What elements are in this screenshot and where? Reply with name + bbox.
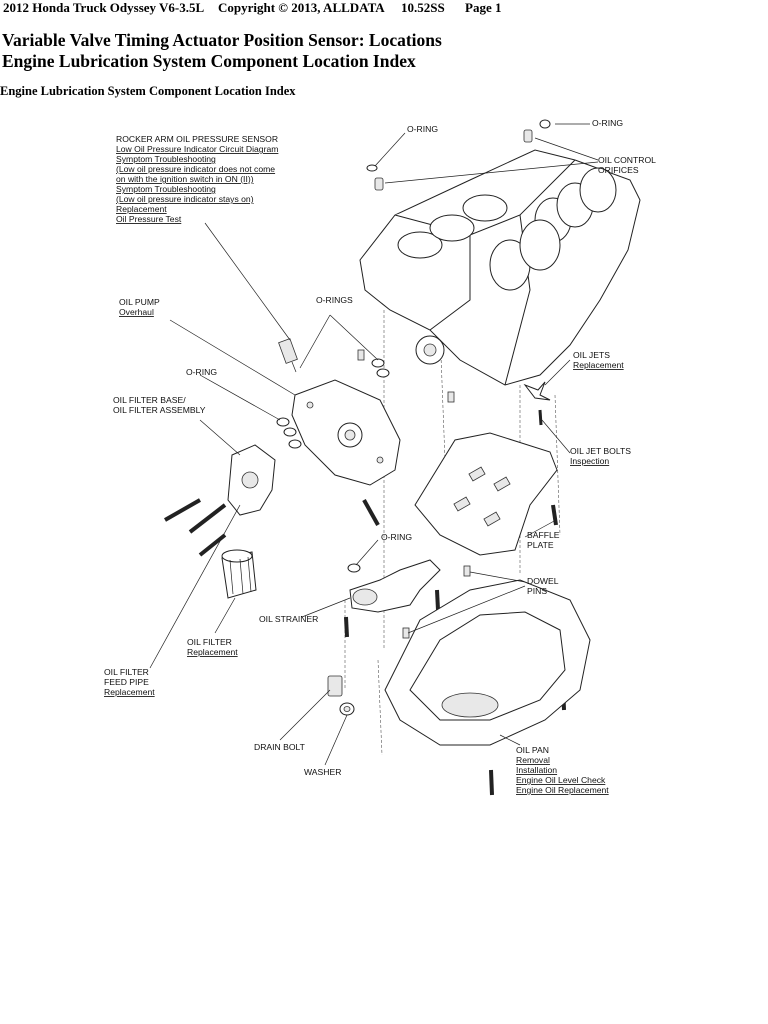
oil-filter — [221, 549, 257, 599]
header-version: 10.52SS — [401, 0, 445, 15]
svg-text:Replacement: Replacement — [573, 360, 624, 370]
svg-text:ORIFICES: ORIFICES — [598, 165, 639, 175]
oil-pan — [384, 579, 591, 746]
page-title: Variable Valve Timing Actuator Position … — [2, 30, 442, 50]
label-o-ring-right: O-RING — [592, 118, 623, 128]
svg-text:BAFFLE: BAFFLE — [527, 530, 560, 540]
header-copyright: Copyright © 2013, ALLDATA — [218, 0, 385, 15]
label-oil-pan: OIL PAN Removal Installation Engine Oil … — [516, 745, 609, 795]
svg-text:Symptom Troubleshooting: Symptom Troubleshooting — [116, 154, 216, 164]
svg-text:OIL FILTER ASSEMBLY: OIL FILTER ASSEMBLY — [113, 405, 206, 415]
svg-text:Symptom Troubleshooting: Symptom Troubleshooting — [116, 184, 216, 194]
svg-text:on with the ignition switch in: on with the ignition switch in ON (II)) — [116, 174, 254, 184]
svg-text:(Low oil pressure indicator st: (Low oil pressure indicator stays on) — [116, 194, 254, 204]
label-washer: WASHER — [304, 767, 341, 777]
label-o-rings: O-RINGS — [316, 295, 353, 305]
label-rocker-arm-oil-pressure-sensor: ROCKER ARM OIL PRESSURE SENSOR Low Oil P… — [116, 134, 278, 224]
svg-text:PINS: PINS — [527, 586, 547, 596]
label-oil-control-orifices: OIL CONTROL ORIFICES — [598, 155, 656, 175]
svg-text:Replacement: Replacement — [187, 647, 238, 657]
svg-text:OIL JET BOLTS: OIL JET BOLTS — [570, 446, 631, 456]
leader-lines — [149, 123, 599, 766]
svg-text:Oil Pressure Test: Oil Pressure Test — [116, 214, 182, 224]
label-o-ring-lower: O-RING — [381, 532, 412, 542]
oil-control-orifices — [374, 129, 533, 191]
label-oil-jet-bolts: OIL JET BOLTS Inspection — [570, 446, 631, 466]
label-oil-pump: OIL PUMP Overhaul — [119, 297, 160, 317]
svg-text:ROCKER ARM OIL PRESSURE SENSOR: ROCKER ARM OIL PRESSURE SENSOR — [116, 134, 278, 144]
svg-text:Replacement: Replacement — [104, 687, 155, 697]
label-baffle-plate: BAFFLE PLATE — [527, 530, 560, 550]
svg-text:Installation: Installation — [516, 765, 557, 775]
svg-text:OIL FILTER: OIL FILTER — [104, 667, 149, 677]
svg-text:Inspection: Inspection — [570, 456, 609, 466]
label-o-ring-mid: O-RING — [186, 367, 217, 377]
baffle-plate — [414, 432, 558, 556]
svg-text:Overhaul: Overhaul — [119, 307, 154, 317]
svg-text:OIL JETS: OIL JETS — [573, 350, 610, 360]
rocker-arm-oil-pressure-sensor — [278, 338, 298, 373]
label-drain-bolt: DRAIN BOLT — [254, 742, 306, 752]
washer — [339, 702, 355, 716]
svg-text:OIL CONTROL: OIL CONTROL — [598, 155, 656, 165]
svg-text:Engine Oil Level Check: Engine Oil Level Check — [516, 775, 606, 785]
label-oil-filter-feed-pipe: OIL FILTER FEED PIPE Replacement — [104, 667, 155, 697]
svg-text:Removal: Removal — [516, 755, 550, 765]
svg-text:OIL FILTER: OIL FILTER — [187, 637, 232, 647]
header-vehicle: 2012 Honda Truck Odyssey V6-3.5L — [3, 0, 205, 15]
svg-text:(Low oil pressure indicator do: (Low oil pressure indicator does not com… — [116, 164, 275, 174]
svg-text:Low Oil Pressure Indicator Cir: Low Oil Pressure Indicator Circuit Diagr… — [116, 144, 278, 154]
svg-text:OIL PAN: OIL PAN — [516, 745, 549, 755]
bolts — [164, 349, 566, 796]
oil-filter-base — [227, 444, 276, 516]
label-dowel-pins: DOWEL PINS — [527, 576, 559, 596]
drain-bolt — [327, 675, 343, 697]
svg-text:OIL FILTER BASE/: OIL FILTER BASE/ — [113, 395, 186, 405]
label-oil-strainer: OIL STRAINER — [259, 614, 318, 624]
label-oil-jets: OIL JETS Replacement — [573, 350, 624, 370]
oil-pump — [291, 379, 401, 486]
svg-text:FEED PIPE: FEED PIPE — [104, 677, 149, 687]
svg-text:Replacement: Replacement — [116, 204, 167, 214]
engine-block — [359, 149, 641, 386]
svg-text:PLATE: PLATE — [527, 540, 554, 550]
o-rings — [276, 119, 551, 573]
label-oil-filter: OIL FILTER Replacement — [187, 637, 238, 657]
svg-text:Engine Oil Replacement: Engine Oil Replacement — [516, 785, 609, 795]
label-oil-filter-base: OIL FILTER BASE/ OIL FILTER ASSEMBLY — [113, 395, 206, 415]
document-header: 2012 Honda Truck Odyssey V6-3.5L Copyrig… — [3, 0, 763, 16]
section-heading: Engine Lubrication System Component Loca… — [0, 84, 296, 98]
page-subtitle: Engine Lubrication System Component Loca… — [2, 51, 416, 71]
oil-strainer — [349, 559, 441, 613]
oil-jet — [523, 381, 551, 426]
svg-text:DOWEL: DOWEL — [527, 576, 559, 586]
header-page: Page 1 — [465, 0, 502, 15]
label-o-ring-top: O-RING — [407, 124, 438, 134]
svg-text:OIL PUMP: OIL PUMP — [119, 297, 160, 307]
